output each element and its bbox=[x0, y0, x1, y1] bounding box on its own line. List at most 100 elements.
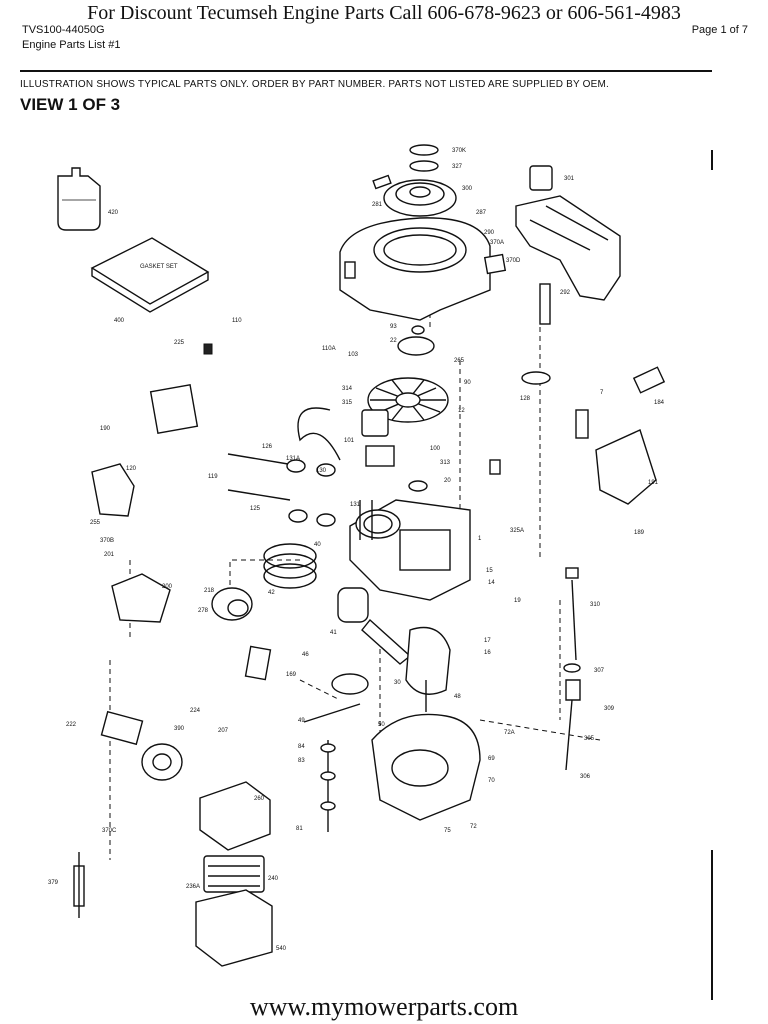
valves-springs bbox=[227, 453, 336, 527]
callout-126: 126 bbox=[262, 444, 273, 450]
page-edge-mark bbox=[711, 150, 713, 170]
callout-12: 12 bbox=[458, 408, 465, 414]
callout-93: 93 bbox=[390, 324, 397, 330]
callout-292: 292 bbox=[560, 290, 571, 296]
callout-16: 16 bbox=[484, 650, 491, 656]
callout-260: 260 bbox=[254, 796, 265, 802]
callout-200: 200 bbox=[162, 584, 173, 590]
callout-41: 41 bbox=[330, 630, 337, 636]
control-bracket bbox=[595, 366, 666, 505]
piston-assembly bbox=[263, 543, 412, 665]
fuel-tank bbox=[515, 165, 621, 301]
ignition-module bbox=[297, 407, 395, 467]
callout-103: 103 bbox=[348, 352, 359, 358]
oil-bottle-illustration bbox=[57, 167, 101, 231]
page-edge-mark bbox=[711, 850, 713, 1000]
callout-370b: 370B bbox=[100, 538, 114, 544]
callout-1: 1 bbox=[478, 536, 482, 542]
callout-72: 72 bbox=[470, 824, 477, 830]
callout-22: 22 bbox=[390, 338, 397, 344]
callout-265: 265 bbox=[454, 358, 465, 364]
callout-131: 131 bbox=[350, 502, 361, 508]
callout-70: 70 bbox=[488, 778, 495, 784]
discount-banner: For Discount Tecumseh Engine Parts Call … bbox=[87, 2, 681, 24]
blower-housing bbox=[339, 217, 507, 321]
callout-390: 390 bbox=[174, 726, 185, 732]
callout-290: 290 bbox=[484, 230, 495, 236]
callout-306: 306 bbox=[580, 774, 591, 780]
callout-84: 84 bbox=[298, 744, 305, 750]
callout-14: 14 bbox=[488, 580, 495, 586]
air-filter bbox=[195, 781, 273, 967]
callout-224: 224 bbox=[190, 708, 201, 714]
callout-17: 17 bbox=[484, 638, 491, 644]
callout-50: 50 bbox=[378, 722, 385, 728]
carburetor bbox=[100, 573, 183, 781]
callout-305: 305 bbox=[584, 736, 595, 742]
callout-379: 379 bbox=[48, 880, 59, 886]
callout-48: 48 bbox=[454, 694, 461, 700]
callout-313: 313 bbox=[440, 460, 451, 466]
callout-169: 169 bbox=[286, 672, 297, 678]
callout-49: 49 bbox=[298, 718, 305, 724]
callout-189: 189 bbox=[634, 530, 645, 536]
callout-40: 40 bbox=[314, 542, 321, 548]
illustration-notice: ILLUSTRATION SHOWS TYPICAL PARTS ONLY. O… bbox=[20, 79, 610, 90]
page-indicator: Page 1 of 7 bbox=[691, 24, 748, 36]
callout-540: 540 bbox=[276, 946, 287, 952]
callout-120: 120 bbox=[126, 466, 137, 472]
callout-15: 15 bbox=[486, 568, 493, 574]
callout-101: 101 bbox=[344, 438, 355, 444]
callout-314: 314 bbox=[342, 386, 353, 392]
footer-website[interactable]: www.mymowerparts.com bbox=[249, 992, 519, 1021]
crankshaft bbox=[303, 626, 451, 723]
callout-201: 201 bbox=[104, 552, 115, 558]
callout-240: 240 bbox=[268, 876, 279, 882]
callout-287: 287 bbox=[476, 210, 487, 216]
callout-370k: 370K bbox=[452, 148, 466, 154]
callout-184: 184 bbox=[654, 400, 665, 406]
oil-pan bbox=[320, 713, 481, 832]
callout-327: 327 bbox=[452, 164, 463, 170]
callout-255: 255 bbox=[90, 520, 101, 526]
callout-222: 222 bbox=[66, 722, 77, 728]
callout-labels: 370K 327 301 300 281 287 420 290 370A 37… bbox=[48, 148, 665, 952]
muffler bbox=[211, 587, 253, 621]
callout-128: 128 bbox=[520, 396, 531, 402]
dipstick bbox=[563, 567, 581, 771]
callout-69: 69 bbox=[488, 756, 495, 762]
model-number: TVS100-44050G bbox=[22, 24, 105, 36]
small-hardware bbox=[91, 283, 589, 681]
callout-225: 225 bbox=[174, 340, 185, 346]
callout-81: 81 bbox=[296, 826, 303, 832]
callout-75: 75 bbox=[444, 828, 451, 834]
callout-301: 301 bbox=[564, 176, 575, 182]
callout-130: 130 bbox=[316, 468, 327, 474]
callout-19: 19 bbox=[514, 598, 521, 604]
callout-100: 100 bbox=[430, 446, 441, 452]
header-rule bbox=[20, 70, 712, 72]
fuel-filter bbox=[73, 852, 85, 918]
callout-300: 300 bbox=[462, 186, 473, 192]
callout-400: 400 bbox=[114, 318, 125, 324]
callout-370d: 370D bbox=[506, 258, 521, 264]
callout-218: 218 bbox=[204, 588, 215, 594]
callout-236a: 236A bbox=[186, 884, 200, 890]
callout-110: 110 bbox=[232, 318, 242, 324]
gasket-set-label: GASKET SET bbox=[140, 264, 178, 270]
callout-30: 30 bbox=[394, 680, 401, 686]
callout-190: 190 bbox=[100, 426, 111, 432]
cylinder-block bbox=[349, 499, 471, 601]
callout-310: 310 bbox=[590, 602, 601, 608]
callout-125: 125 bbox=[250, 506, 261, 512]
callout-278: 278 bbox=[198, 608, 209, 614]
callout-307: 307 bbox=[594, 668, 605, 674]
gasket-set-illustration: GASKET SET bbox=[90, 237, 210, 313]
callout-46: 46 bbox=[302, 652, 309, 658]
rewind-starter bbox=[372, 144, 457, 217]
callout-7: 7 bbox=[600, 390, 604, 396]
parts-list-title: Engine Parts List #1 bbox=[22, 39, 121, 51]
callout-131a: 131A bbox=[286, 456, 300, 462]
callout-309: 309 bbox=[604, 706, 615, 712]
callout-281: 281 bbox=[372, 202, 383, 208]
